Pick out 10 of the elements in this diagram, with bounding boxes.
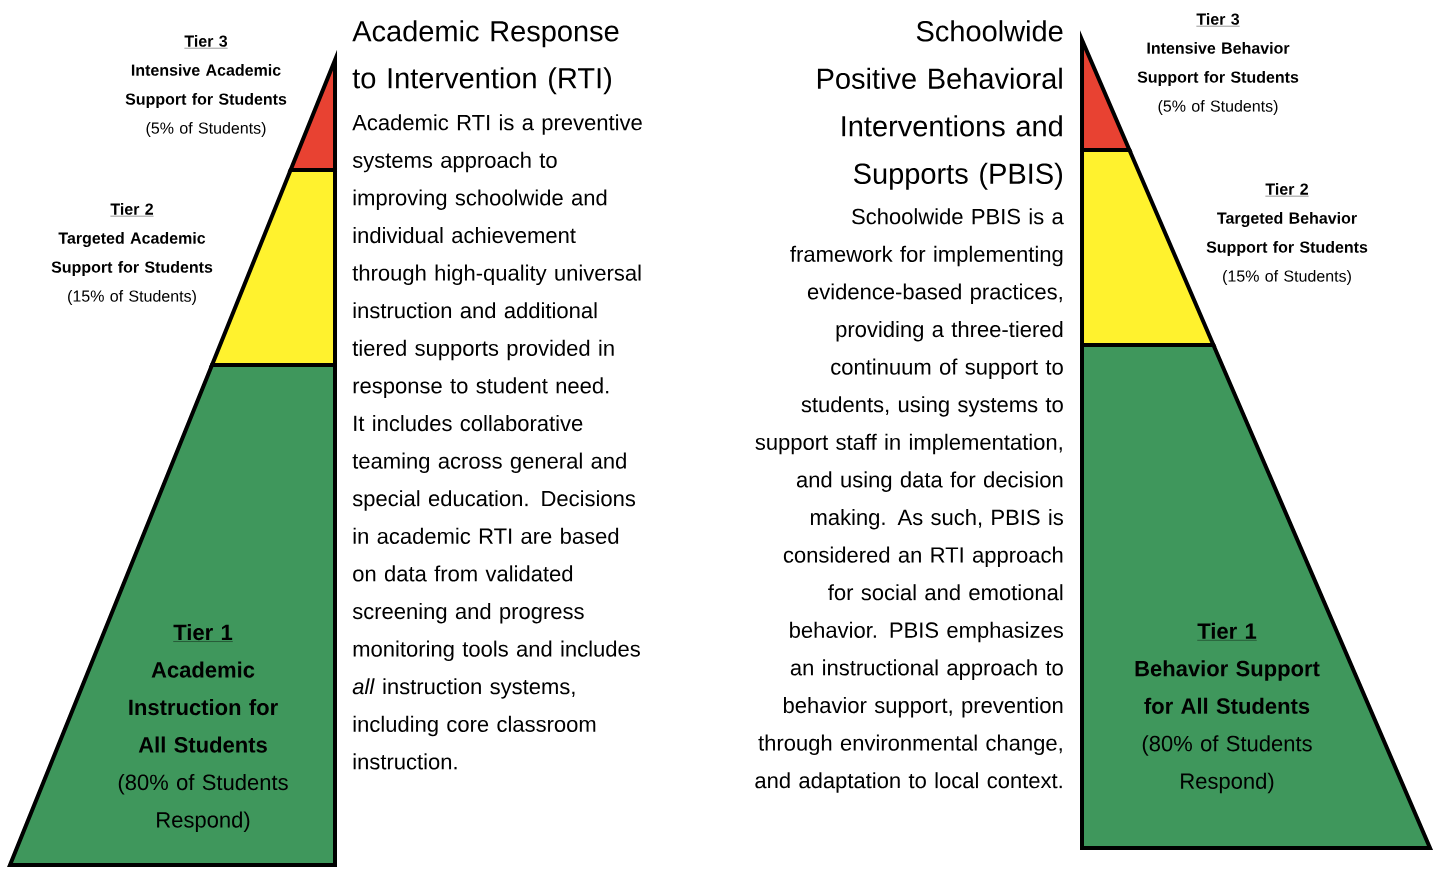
tier-label: Tier 2 Targeted Behavior Support for Students (15% of Students): [1206, 183, 1368, 285]
tier-label: Tier 2 Targeted Academic Support for Students (15% of Students): [51, 203, 213, 305]
heading: Schoolwide Positive Behavioral Interventions and Supports (PBIS): [817, 20, 1063, 190]
tier-label: Tier 1 Academic Instruction for All Students (80% of Students Respond): [118, 623, 288, 832]
paragraph: Academic RTI is a preventive systems approach to improving schoolwide and individual achievement through high-quality universal instruction and additional tiered supports provided in response to student need. It includes collaborative teaming across general and special education. Decisions in academic RTI are based on data from validated screening and progress monitoring tools and includes all instruction systems, including core classroom instruction.: [352, 114, 642, 770]
paragraph: Schoolwide PBIS is a framework for implementing evidence-based practices, providing a three-tiered continuum of support to students, using systems to support staff in implementation, and using data for decision making. As such, PBIS is considered an RTI approach for social and emotional behavior. PBIS emphasizes an instructional approach to behavior support, prevention through environmental change, and adaptation to local context.: [755, 208, 1064, 793]
tier-label: Tier 3 Intensive Behavior Support for Students (5% of Students): [1137, 13, 1299, 115]
tier-label: Tier 1 Behavior Support for All Students (80% of Students Respond): [1135, 622, 1320, 794]
tier-label: Tier 3 Intensive Academic Support for Students (5% of Students): [125, 35, 287, 137]
heading: Academic Response to Intervention (RTI): [352, 20, 619, 95]
